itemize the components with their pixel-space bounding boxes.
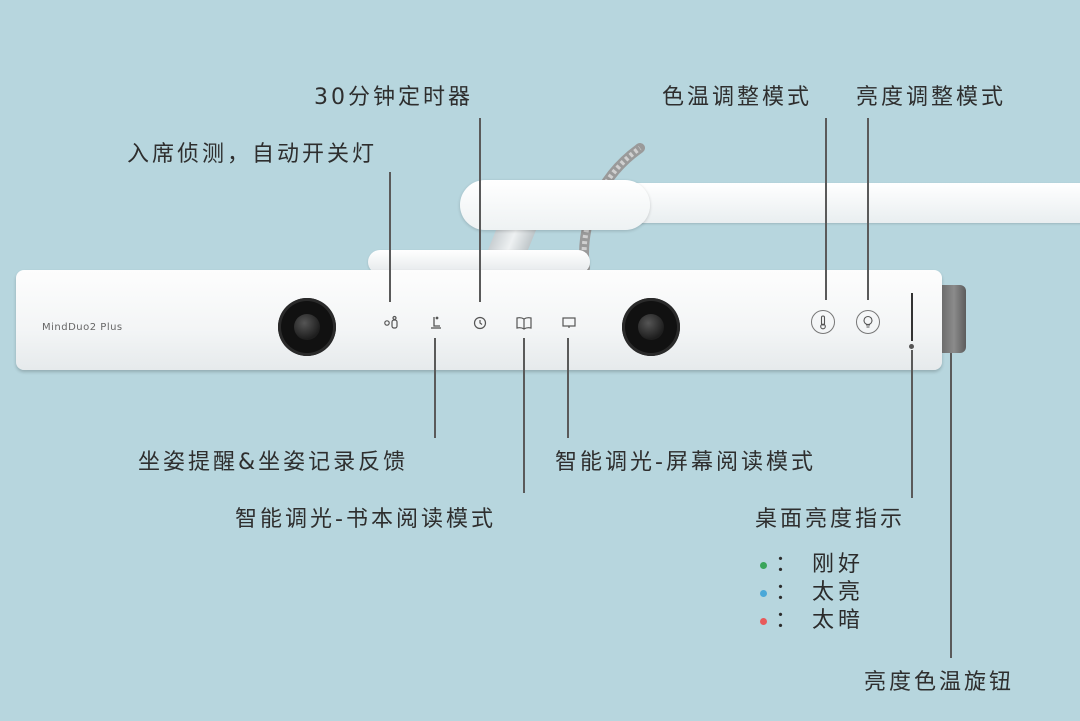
callout-line-brightness bbox=[867, 118, 869, 300]
label-screen-mode: 智能调光-屏幕阅读模式 bbox=[555, 450, 816, 475]
legend-item-dark: ： 太暗 bbox=[760, 602, 864, 634]
thermometer-icon[interactable] bbox=[811, 310, 835, 334]
callout-line-book bbox=[523, 338, 525, 493]
indicator-led bbox=[909, 344, 914, 349]
right-sensor-button[interactable] bbox=[622, 298, 680, 356]
label-presence: 入席侦测，自动开关灯 bbox=[127, 142, 378, 167]
presence-sensor-icon[interactable] bbox=[381, 313, 401, 333]
legend-item-ok: ： 刚好 bbox=[760, 546, 864, 578]
brightness-color-knob[interactable] bbox=[942, 285, 966, 353]
label-color-temp-mode: 色温调整模式 bbox=[662, 85, 813, 110]
lamp-arm bbox=[620, 183, 1080, 223]
label-book-mode: 智能调光-书本阅读模式 bbox=[235, 507, 496, 532]
callout-line-knob bbox=[950, 353, 952, 658]
label-posture: 坐姿提醒&坐姿记录反馈 bbox=[138, 450, 409, 475]
label-knob: 亮度色温旋钮 bbox=[864, 670, 1015, 695]
clock-icon[interactable] bbox=[470, 313, 490, 333]
label-brightness-mode: 亮度调整模式 bbox=[856, 85, 1007, 110]
legend-dot-ok bbox=[760, 561, 767, 569]
legend-dot-dark bbox=[760, 617, 767, 625]
book-icon[interactable] bbox=[514, 313, 534, 333]
callout-line-posture bbox=[434, 338, 436, 438]
lightbulb-icon[interactable] bbox=[856, 310, 880, 334]
monitor-icon[interactable] bbox=[559, 313, 579, 333]
callout-line-presence bbox=[389, 172, 391, 302]
label-desk-indicator: 桌面亮度指示 bbox=[755, 507, 906, 532]
legend-label-ok: ： 刚好 bbox=[775, 552, 864, 577]
legend-label-bright: ： 太亮 bbox=[775, 580, 864, 605]
label-timer: 30分钟定时器 bbox=[314, 85, 473, 110]
callout-line-timer bbox=[479, 118, 481, 302]
legend-dot-bright bbox=[760, 589, 767, 597]
posture-icon[interactable] bbox=[426, 313, 446, 333]
lamp-joint bbox=[460, 180, 650, 230]
left-sensor-button[interactable] bbox=[278, 298, 336, 356]
legend-label-dark: ： 太暗 bbox=[775, 608, 864, 633]
legend-item-bright: ： 太亮 bbox=[760, 574, 864, 606]
callout-line-indicator bbox=[911, 350, 913, 498]
callout-line-color-temp bbox=[825, 118, 827, 300]
brand-label: MindDuo2 Plus bbox=[42, 322, 123, 333]
desk-brightness-indicator bbox=[911, 293, 913, 341]
callout-line-screen bbox=[567, 338, 569, 438]
